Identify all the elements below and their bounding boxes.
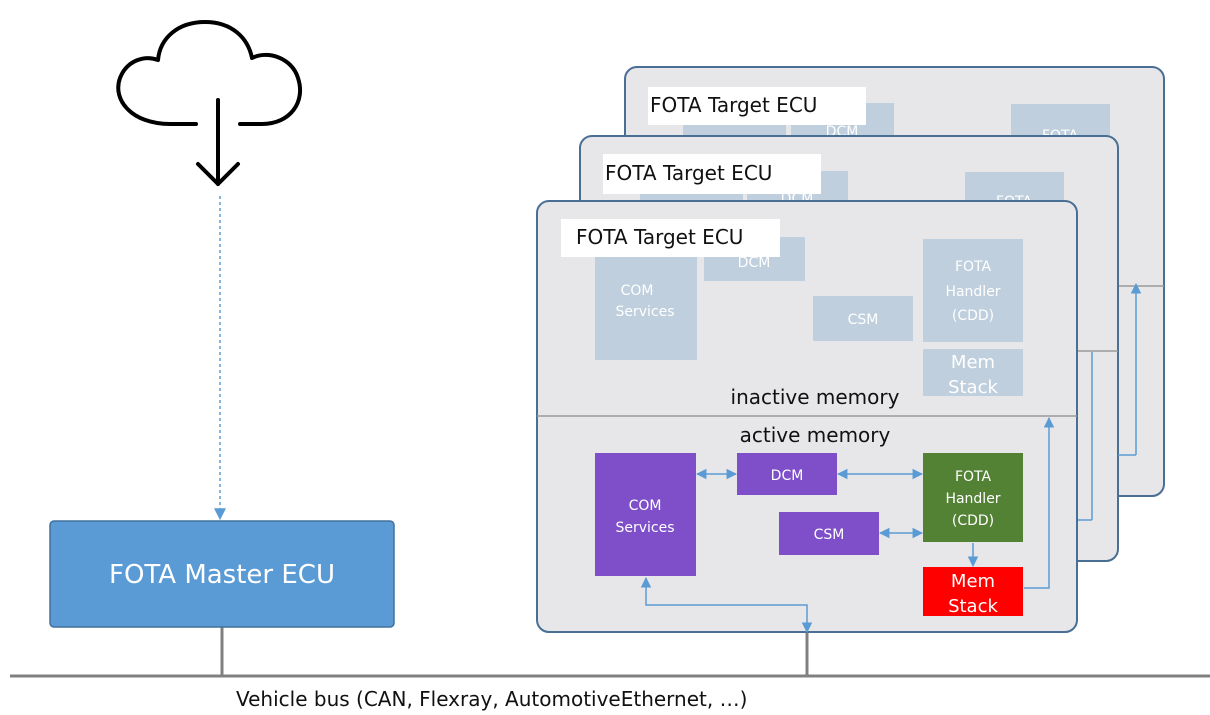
active-memory-label: active memory [740,423,891,447]
active-fota-handler [923,453,1023,542]
target-ecu-front: COM Services DCM CSM FOTA Handler (CDD) … [536,200,1078,634]
svg-text:Services: Services [615,304,674,320]
inactive-com-services [595,239,697,360]
svg-text:Mem: Mem [951,571,995,592]
inactive-csm [813,296,913,341]
active-memory-section: active memory COM Services DCM CSM FOTA … [595,423,1023,617]
active-connection-arrows [640,416,1055,634]
svg-text:DCM: DCM [771,468,804,484]
target-ecu-title: FOTA Target ECU [576,225,743,249]
svg-text:(CDD): (CDD) [952,513,994,529]
inactive-memory-section: COM Services DCM CSM FOTA Handler (CDD) … [595,237,1023,409]
cloud-download-icon [116,20,302,186]
svg-text:FOTA: FOTA [955,469,992,485]
fota-master-ecu-label: FOTA Master ECU [109,560,335,590]
active-mem-stack [923,567,1023,616]
active-dcm [737,453,837,495]
svg-text:Handler: Handler [945,491,1000,507]
svg-text:Mem: Mem [951,352,995,373]
inactive-fota-handler [923,239,1023,342]
svg-text:DCM: DCM [738,255,771,271]
svg-text:CSM: CSM [814,527,845,543]
inactive-memory-label: inactive memory [731,385,900,409]
svg-text:(CDD): (CDD) [952,308,994,324]
svg-text:Services: Services [615,520,674,536]
target-ecu-title: FOTA Target ECU [605,161,772,185]
inactive-mem-stack [923,349,1023,396]
svg-text:COM: COM [621,283,654,299]
svg-text:Handler: Handler [945,284,1000,300]
svg-text:FOTA: FOTA [955,259,992,275]
active-com-services [595,453,696,576]
fota-master-ecu-box [49,520,395,628]
svg-text:Stack: Stack [948,377,998,398]
target-ecu-title: FOTA Target ECU [650,93,817,117]
svg-text:COM: COM [629,498,662,514]
vehicle-bus-label: Vehicle bus (CAN, Flexray, AutomotiveEth… [236,687,747,711]
active-csm [779,512,879,555]
svg-text:Stack: Stack [948,596,998,617]
svg-text:CSM: CSM [848,312,879,328]
